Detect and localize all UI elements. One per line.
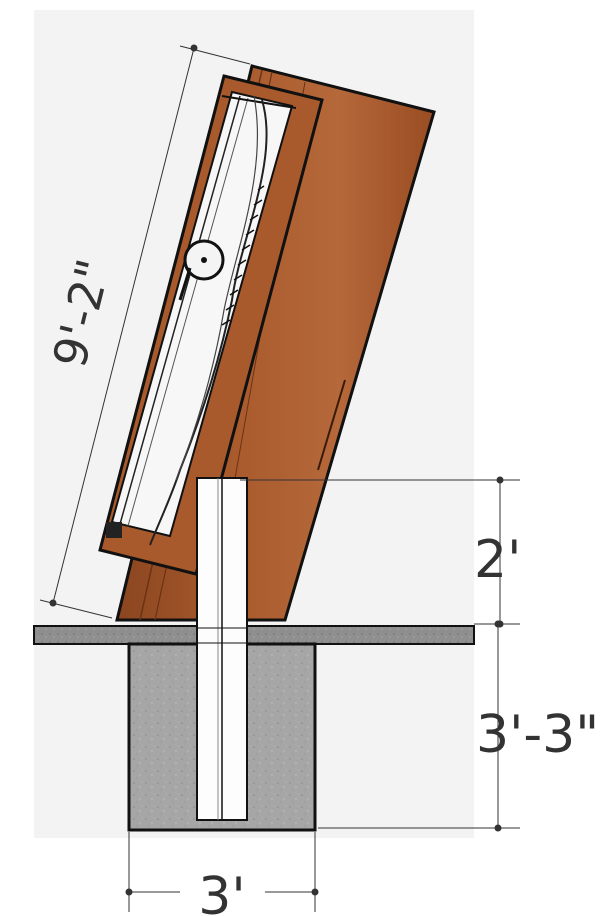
dimension-footing-width <box>125 832 319 912</box>
ground-slab <box>33 625 475 645</box>
knob-mount-arm <box>178 267 192 301</box>
enclosure-cable <box>149 99 268 546</box>
enclosure-cable <box>175 95 259 481</box>
enclosure-face <box>110 90 294 538</box>
cable-ties <box>221 185 265 326</box>
enclosure-inner-edge <box>119 95 241 525</box>
enclosure-top-bracket <box>221 95 297 109</box>
display-enclosure <box>98 74 324 576</box>
dimension-label-post-height: 2' <box>474 530 521 590</box>
dimension-post-height <box>240 476 520 628</box>
speaker-knob-center <box>201 257 207 263</box>
dimension-footing-depth <box>318 620 520 832</box>
dimension-panel-length <box>39 44 251 619</box>
wood-grain-line <box>317 379 346 471</box>
dimension-label-footing-width: 3' <box>198 867 245 916</box>
enclosure-inner-edge <box>127 97 249 527</box>
enclosure-bottom-bracket <box>106 522 122 538</box>
steel-post <box>196 477 248 821</box>
dimension-label-footing-depth: 3'-3" <box>476 705 599 765</box>
